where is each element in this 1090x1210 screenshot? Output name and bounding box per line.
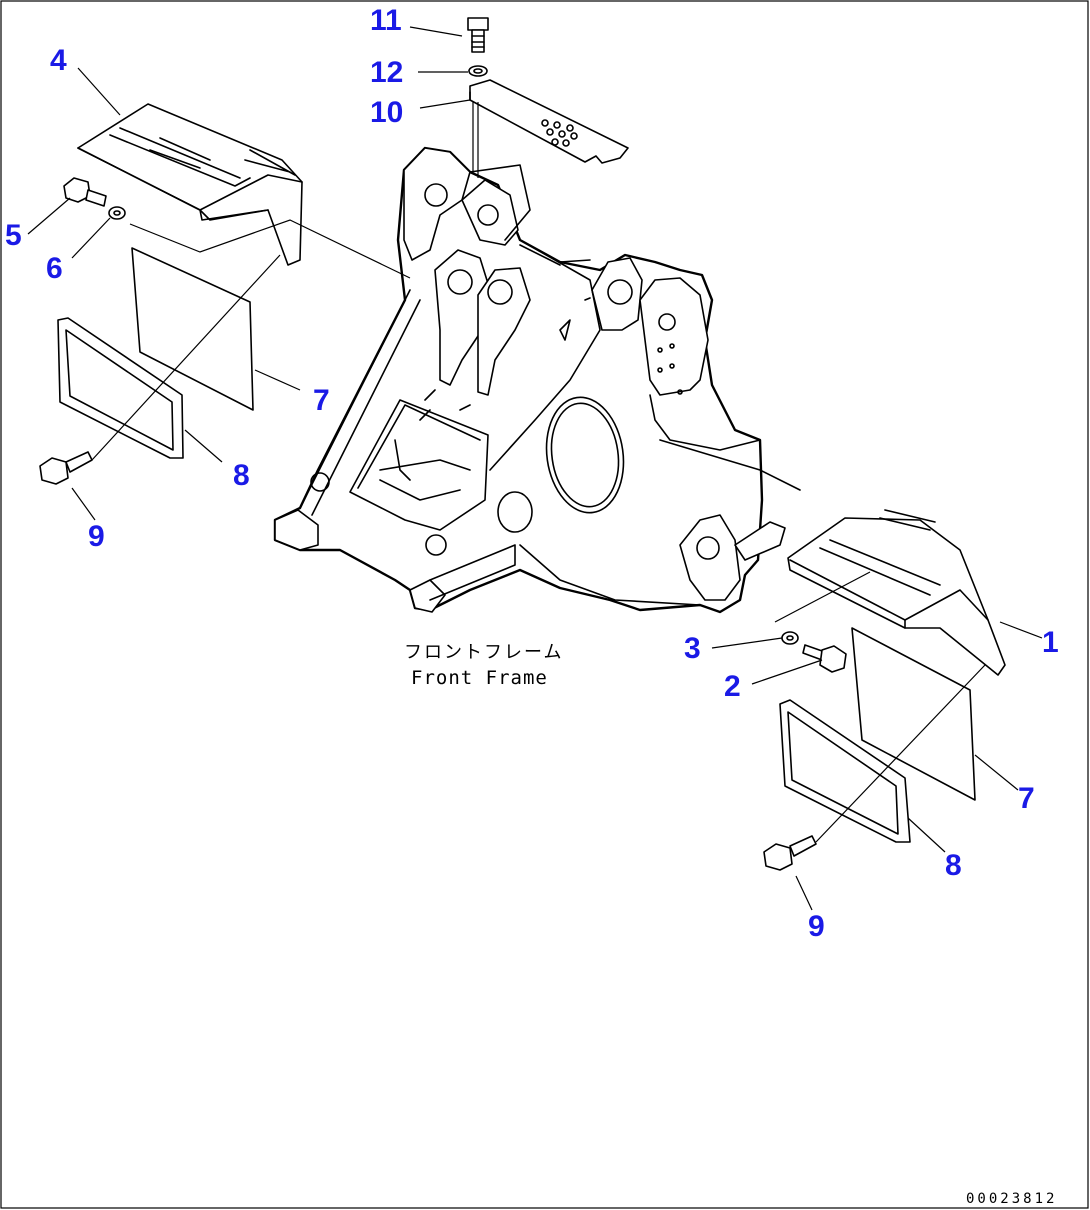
callout-9-left: 9 bbox=[88, 520, 105, 553]
bolt-9-left bbox=[39, 451, 93, 485]
plate-frame-8-right bbox=[779, 699, 911, 843]
document-number: 00023812 bbox=[966, 1191, 1057, 1207]
bolt-5 bbox=[63, 177, 107, 207]
front-frame-drawing bbox=[273, 146, 801, 614]
cover-plate-10 bbox=[469, 79, 629, 178]
callout-8-left: 8 bbox=[233, 459, 250, 492]
callout-10: 10 bbox=[370, 96, 403, 129]
callout-7-left: 7 bbox=[313, 384, 330, 417]
callout-11: 11 bbox=[370, 4, 402, 37]
washer-12 bbox=[468, 65, 488, 77]
callout-numbers: 11 12 10 4 5 6 7 8 9 1 3 2 7 8 9 bbox=[5, 4, 1059, 943]
callout-9-right: 9 bbox=[808, 910, 825, 943]
mud-flap-7-right bbox=[851, 627, 976, 801]
bolt-9-right bbox=[763, 835, 817, 871]
right-plate-holes bbox=[657, 343, 683, 395]
step-1 bbox=[787, 509, 1006, 676]
callout-1: 1 bbox=[1042, 626, 1059, 659]
bolt-11 bbox=[467, 17, 489, 53]
leader-lines bbox=[27, 26, 1043, 911]
callout-4: 4 bbox=[50, 44, 67, 77]
washer-6 bbox=[108, 206, 126, 220]
caption-english: Front Frame bbox=[411, 667, 548, 689]
callout-8-right: 8 bbox=[945, 849, 962, 882]
washer-3 bbox=[781, 631, 799, 645]
callout-6: 6 bbox=[46, 252, 63, 285]
callout-3: 3 bbox=[684, 632, 701, 665]
callout-7-right: 7 bbox=[1018, 782, 1035, 815]
callout-12: 12 bbox=[370, 56, 403, 89]
caption-japanese: フロントフレーム bbox=[404, 642, 563, 663]
step-4 bbox=[77, 103, 303, 266]
mud-flap-7-left bbox=[131, 247, 254, 411]
callout-5: 5 bbox=[5, 219, 22, 252]
bolt-2 bbox=[802, 644, 847, 673]
plate-frame-8-left bbox=[57, 317, 184, 459]
callout-2: 2 bbox=[724, 670, 741, 703]
